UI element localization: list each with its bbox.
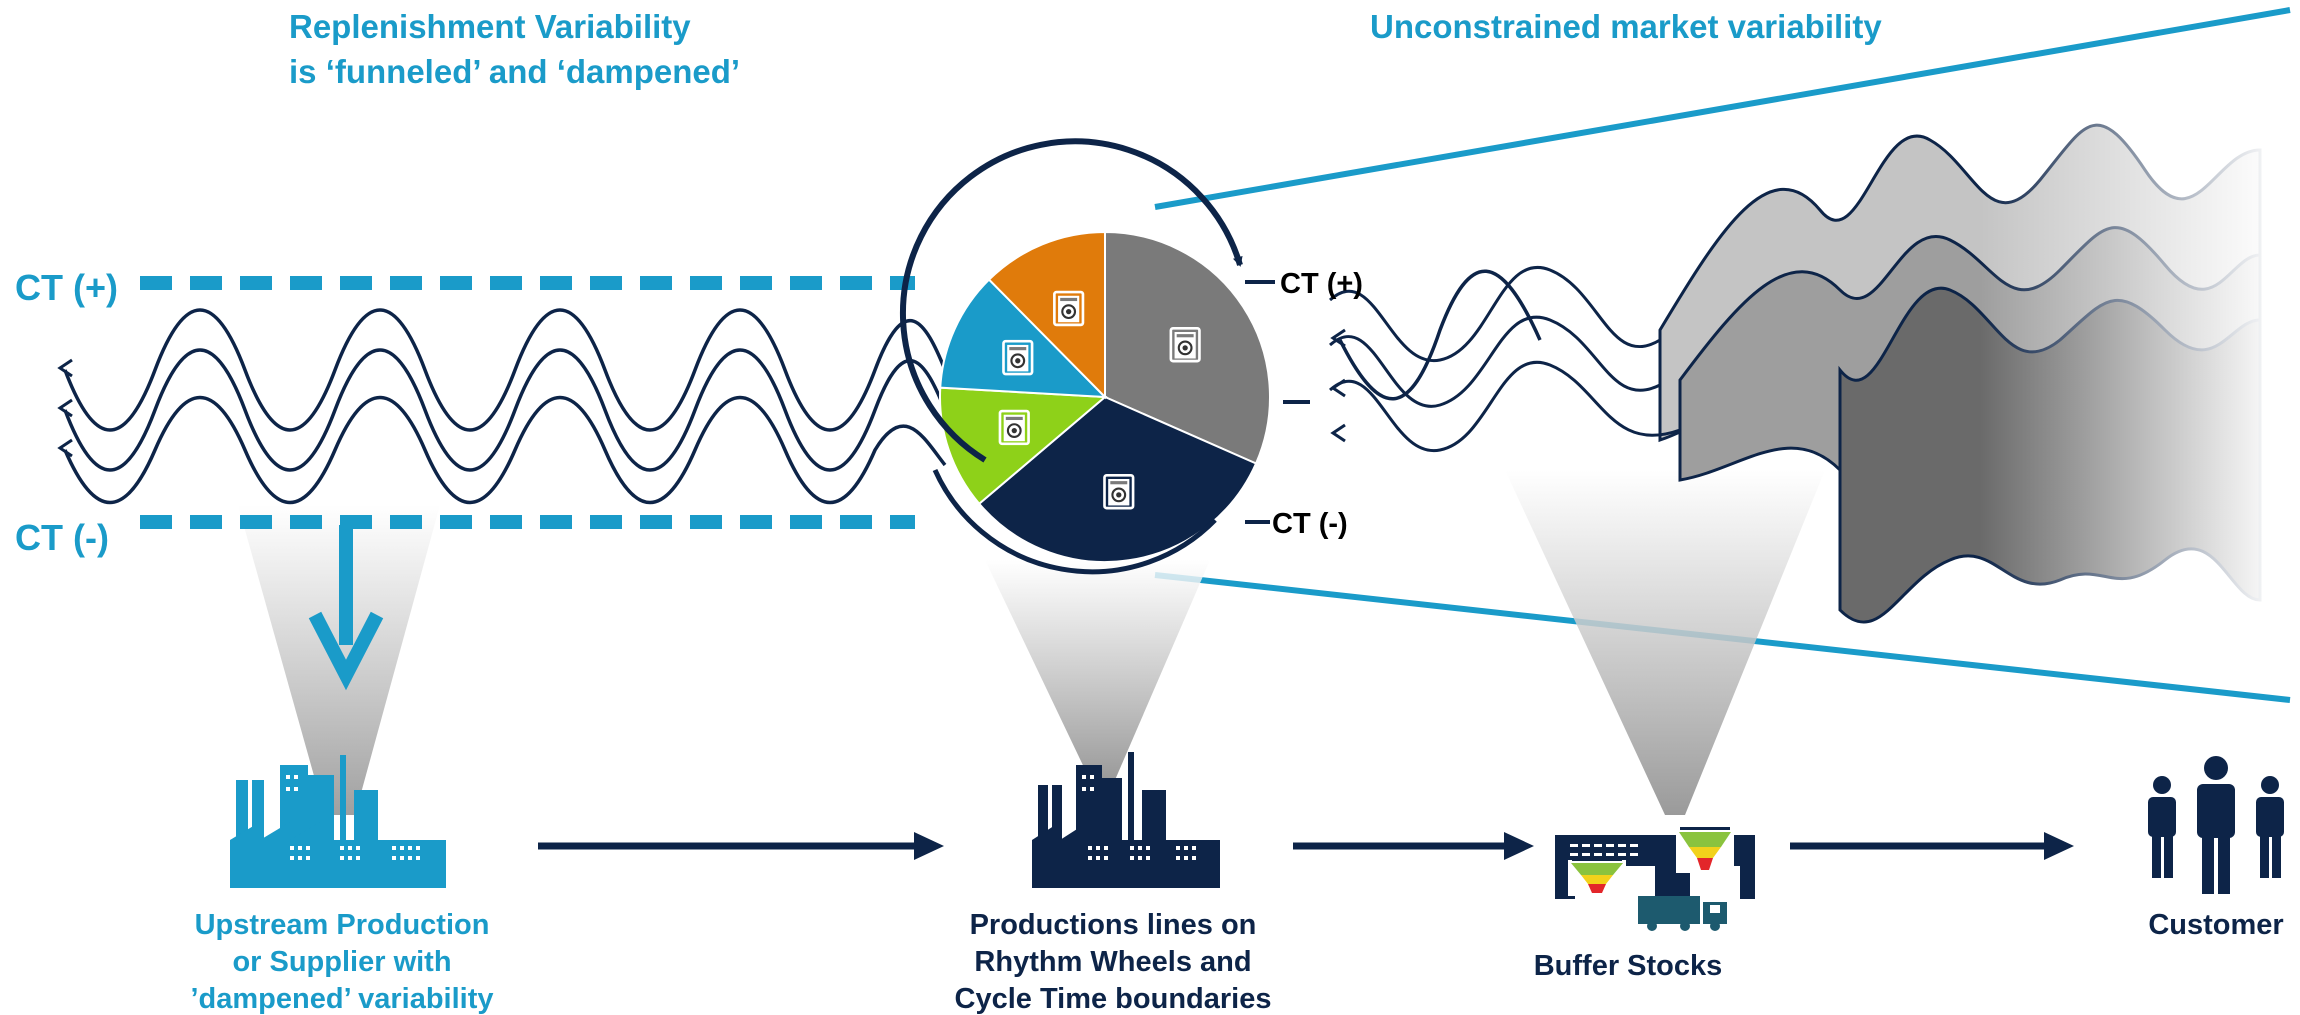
truck-icon	[1638, 896, 1727, 931]
rhythm-wheel	[939, 230, 1271, 563]
buffer-spotlight	[1505, 470, 1825, 815]
washing-machine-icon	[1053, 290, 1085, 327]
production-label-line3: Cycle Time boundaries	[955, 983, 1272, 1015]
buffer-gauge-right-icon	[1676, 827, 1734, 873]
replenishment-heading-line2: is ‘funneled’ and ‘dampened’	[289, 53, 740, 90]
upstream-label-line2: or Supplier with	[232, 946, 451, 978]
market-variability-heading: Unconstrained market variability	[1370, 8, 1882, 45]
washing-machine-icon	[1169, 326, 1201, 363]
market-variability-bands	[1329, 120, 2280, 650]
ct-minus-label-left: CT (-)	[15, 517, 109, 558]
pie-slice-lime-product	[939, 386, 1108, 506]
ct-plus-label-right: CT (+)	[1280, 268, 1363, 300]
production-spotlight	[985, 560, 1210, 780]
pie-slice-blue-product	[939, 278, 1108, 399]
washing-machine-icon	[998, 409, 1030, 446]
dampened-waves	[57, 308, 947, 505]
buffer-label: Buffer Stocks	[1534, 950, 1723, 982]
rhythm-wheel-arrow	[899, 138, 1243, 463]
ct-minus-label-right: CT (-)	[1272, 508, 1348, 540]
pie-slice-orange-product	[987, 230, 1106, 400]
rhythm-wheel-lower-arc	[932, 468, 1217, 575]
funnel-upper-line	[1154, 7, 2291, 210]
washing-machine-icon	[1002, 339, 1034, 376]
ct-plus-label-left: CT (+)	[15, 267, 118, 308]
production-label-line2: Rhythm Wheels and	[974, 946, 1251, 978]
upstream-factory-icon	[230, 755, 446, 888]
buffer-gauge-left-icon	[1568, 858, 1626, 896]
funnel-down-arrow-head	[308, 611, 384, 691]
production-label-line1: Productions lines on	[970, 909, 1257, 941]
customer-label: Customer	[2148, 909, 2283, 941]
replenishment-heading-line1: Replenishment Variability	[289, 8, 691, 45]
upstream-label-line3: ’dampened’ variability	[191, 983, 494, 1015]
production-factory-icon	[1032, 752, 1220, 888]
market-start-waves	[1330, 269, 1542, 443]
customer-people-icon	[2148, 756, 2284, 894]
upstream-label-line1: Upstream Production	[195, 909, 490, 941]
washing-machine-icon	[1103, 473, 1135, 510]
